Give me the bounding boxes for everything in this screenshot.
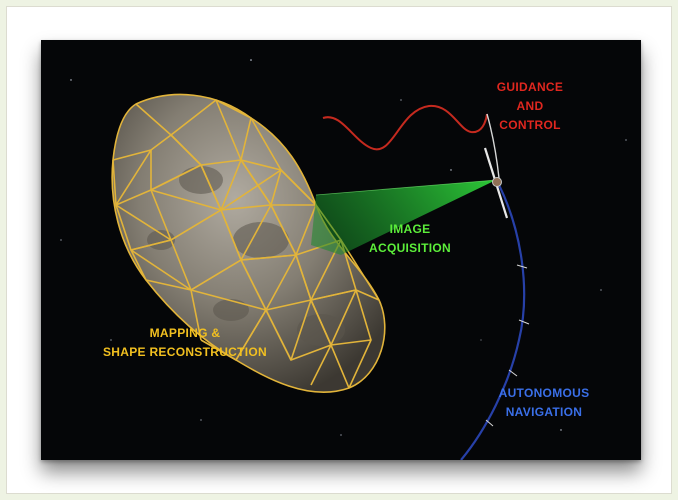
image-label-line2: ACQUISITION <box>365 239 455 258</box>
navigation-label-line2: NAVIGATION <box>489 403 599 422</box>
mapping-label-line1: MAPPING & <box>85 324 285 343</box>
space-scene: GUIDANCE AND CONTROL IMAGE ACQUISITION M… <box>41 40 641 460</box>
image-label-line1: IMAGE <box>365 220 455 239</box>
figure-frame: GUIDANCE AND CONTROL IMAGE ACQUISITION M… <box>6 6 672 494</box>
mapping-label-line2: SHAPE RECONSTRUCTION <box>85 343 285 362</box>
guidance-label-line3: CONTROL <box>485 116 575 135</box>
guidance-label-line2: AND <box>485 97 575 116</box>
mapping-shape-label: MAPPING & SHAPE RECONSTRUCTION <box>85 324 285 362</box>
autonomous-navigation-label: AUTONOMOUS NAVIGATION <box>489 384 599 422</box>
guidance-control-label: GUIDANCE AND CONTROL <box>485 78 575 135</box>
image-acquisition-label: IMAGE ACQUISITION <box>365 220 455 258</box>
guidance-label-line1: GUIDANCE <box>485 78 575 97</box>
navigation-label-line1: AUTONOMOUS <box>489 384 599 403</box>
guidance-trajectory <box>323 106 487 149</box>
